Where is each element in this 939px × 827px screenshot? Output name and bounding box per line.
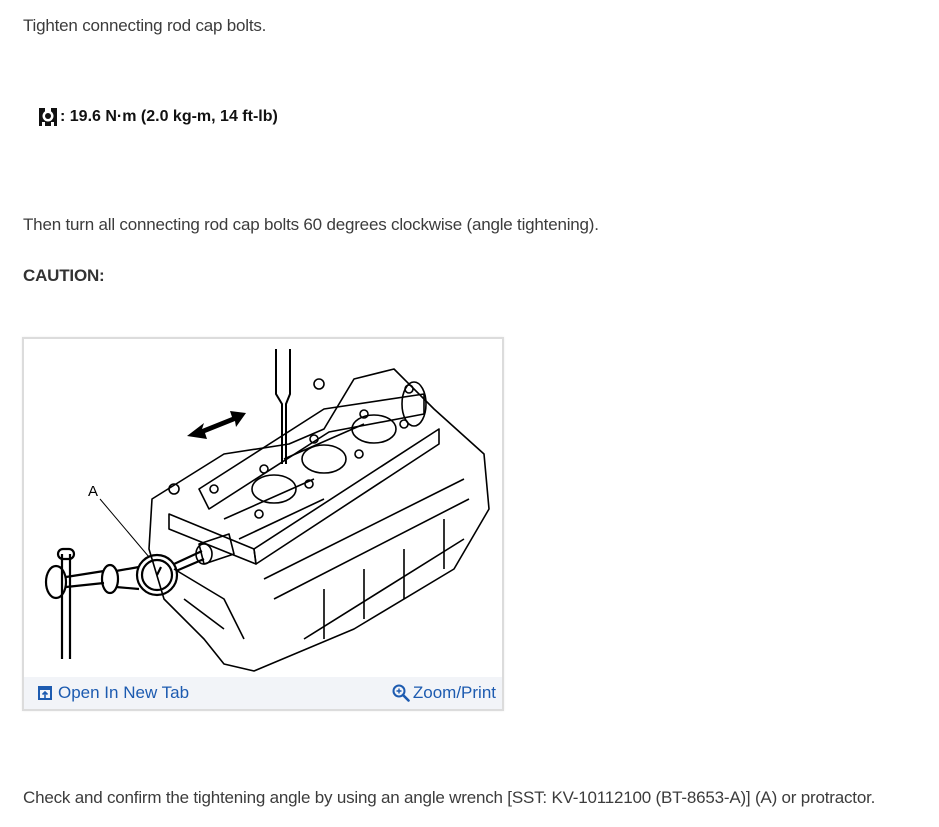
angle-check-text: Check and confirm the tightening angle b… <box>23 788 876 807</box>
torque-spec: : 19.6 N·m (2.0 kg-m, 14 ft-lb) <box>38 107 278 127</box>
zoom-in-icon <box>392 684 410 702</box>
zoom-print-label: Zoom/Print <box>412 683 496 702</box>
torque-wrench-icon <box>38 107 58 127</box>
angle-instruction-text: Then turn all connecting rod cap bolts 6… <box>23 215 599 234</box>
open-new-tab-label: Open In New Tab <box>58 683 190 702</box>
callout-label-a: A <box>88 483 98 500</box>
open-new-tab-icon <box>38 686 52 700</box>
open-new-tab-link[interactable]: Open In New Tab <box>38 683 189 703</box>
caution-heading: CAUTION: <box>23 266 105 285</box>
zoom-print-link[interactable]: Zoom/Print <box>392 683 496 703</box>
figure-container: A Open In New Tab Zoom/Print <box>22 337 504 711</box>
torque-value: : 19.6 N·m (2.0 kg-m, 14 ft-lb) <box>60 108 278 125</box>
engine-block-illustration[interactable]: A <box>24 339 502 679</box>
figure-toolbar: Open In New Tab Zoom/Print <box>24 677 502 709</box>
instruction-text: Tighten connecting rod cap bolts. <box>23 16 267 35</box>
